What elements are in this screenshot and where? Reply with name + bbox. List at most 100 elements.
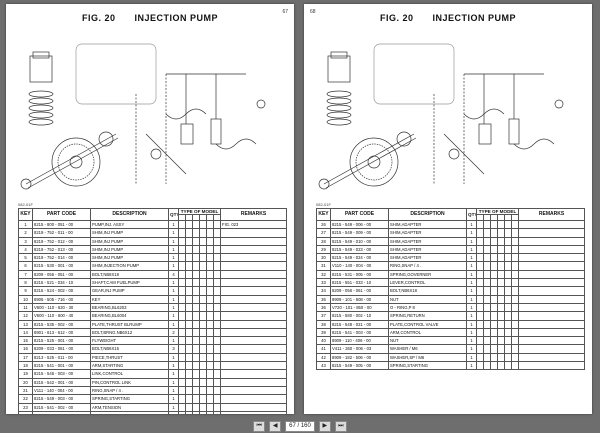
previous-page-icon[interactable]: ◀	[269, 420, 282, 432]
row-model-cell	[490, 344, 498, 354]
row-model-cell	[212, 344, 222, 354]
row-description: SHIM,ADAPTER	[388, 228, 467, 238]
row-part-code: V600 - 110 - 600 - 40	[32, 311, 91, 321]
col-type-of-model: TYPE OF MODEL	[475, 208, 520, 215]
row-model-cell	[497, 302, 505, 313]
row-model-cell	[206, 336, 214, 346]
row-part-code: 8215 - 549 - 003 - 00	[32, 394, 91, 404]
row-model-cell	[510, 336, 520, 346]
row-description: GEAR,INJ PUMP	[90, 286, 169, 296]
row-model-cell	[483, 344, 491, 354]
row-qty: 1	[466, 294, 477, 304]
row-key: 39	[316, 327, 331, 338]
row-qty: 1	[168, 402, 179, 412]
row-model-cell	[206, 302, 214, 313]
row-key: 15	[18, 336, 33, 346]
row-part-code: 8215 - 535 - 002 - 00	[32, 319, 91, 329]
row-key: 41	[316, 344, 331, 354]
row-model-cell	[185, 394, 193, 404]
row-qty: 1	[466, 336, 477, 346]
document-code: 082-01F	[316, 202, 331, 207]
row-qty: 1	[168, 286, 179, 296]
col-description: DESCRIPTION	[90, 208, 169, 221]
row-model-cell	[483, 352, 491, 363]
row-model-cell	[483, 294, 491, 304]
row-model-cell	[490, 278, 498, 288]
row-model-cell	[178, 336, 186, 346]
row-model-cell	[476, 352, 484, 363]
col-remarks: REMARKS	[518, 208, 586, 221]
row-description: SHIM,INJ PUMP	[90, 236, 169, 246]
row-key: 11	[18, 302, 33, 313]
row-remarks	[220, 236, 288, 246]
col-type-of-model: TYPE OF MODEL	[177, 208, 222, 215]
row-description: SPRING,STARTING	[388, 361, 467, 371]
row-model-cell	[206, 319, 214, 329]
row-model-cell	[178, 352, 186, 363]
row-model-cell	[490, 219, 498, 230]
last-page-icon[interactable]: ⏭	[334, 420, 347, 432]
row-description: RING,SNAP / 4 .	[90, 385, 169, 396]
row-model-cell	[192, 377, 200, 387]
row-key: 36	[316, 302, 331, 313]
row-model-cell	[212, 236, 222, 246]
col-qty: QTY	[466, 208, 477, 221]
row-description: BOLT,NB8X18	[90, 269, 169, 280]
row-model-cell	[178, 244, 186, 255]
row-remarks	[220, 394, 288, 404]
row-model-cell	[185, 352, 193, 363]
row-key: 12	[18, 311, 33, 321]
row-model-cell	[192, 236, 200, 246]
row-key: 33	[316, 278, 331, 288]
row-model-cell	[510, 236, 520, 246]
row-part-code: 8219 - 752 - 011 - 00	[32, 228, 91, 238]
row-model-cell	[206, 361, 214, 371]
row-model-cell	[212, 253, 222, 263]
row-model-cell	[206, 344, 214, 354]
row-model-cell	[199, 377, 207, 387]
row-part-code: 8215 - 549 - 004 - 00	[32, 410, 91, 414]
row-model-cell	[490, 302, 498, 313]
row-part-code: 8215 - 549 - 006 - 00	[330, 219, 389, 230]
row-model-cell	[185, 344, 193, 354]
figure-label: FIG. 20	[81, 13, 116, 23]
page-number-field[interactable]: 67 / 160	[285, 420, 315, 432]
row-description: BOLT,NB6X18	[388, 286, 467, 296]
row-model-cell	[185, 402, 193, 412]
row-remarks	[518, 302, 586, 313]
row-part-code: 8215 - 541 - 001 - 00	[32, 361, 91, 371]
row-model-cell	[178, 236, 186, 246]
row-model-cell	[510, 311, 520, 321]
row-description: SHIM,INJ PUMP	[90, 244, 169, 255]
row-remarks	[220, 410, 288, 414]
row-qty: 1	[168, 352, 179, 363]
first-page-icon[interactable]: ⏮	[253, 420, 266, 432]
row-model-cell	[510, 219, 520, 230]
row-model-cell	[504, 336, 512, 346]
row-model-cell	[206, 236, 214, 246]
row-key: 20	[18, 377, 33, 387]
next-page-icon[interactable]: ▶	[318, 420, 331, 432]
row-part-code: V110 - 140 - 004 - 00	[330, 261, 389, 271]
row-part-code: 8215 - 525 - 001 - 00	[32, 336, 91, 346]
row-model-cell	[490, 269, 498, 280]
row-model-cell	[185, 302, 193, 313]
row-part-code: 8209 - 033 - 061 - 00	[32, 344, 91, 354]
row-qty: 1	[168, 336, 179, 346]
row-part-code: 8215 - 531 - 005 - 00	[330, 269, 389, 280]
row-part-code: 8209 - 056 - 051 - 00	[32, 269, 91, 280]
row-qty: 1	[466, 219, 477, 230]
row-model-cell	[185, 278, 193, 288]
